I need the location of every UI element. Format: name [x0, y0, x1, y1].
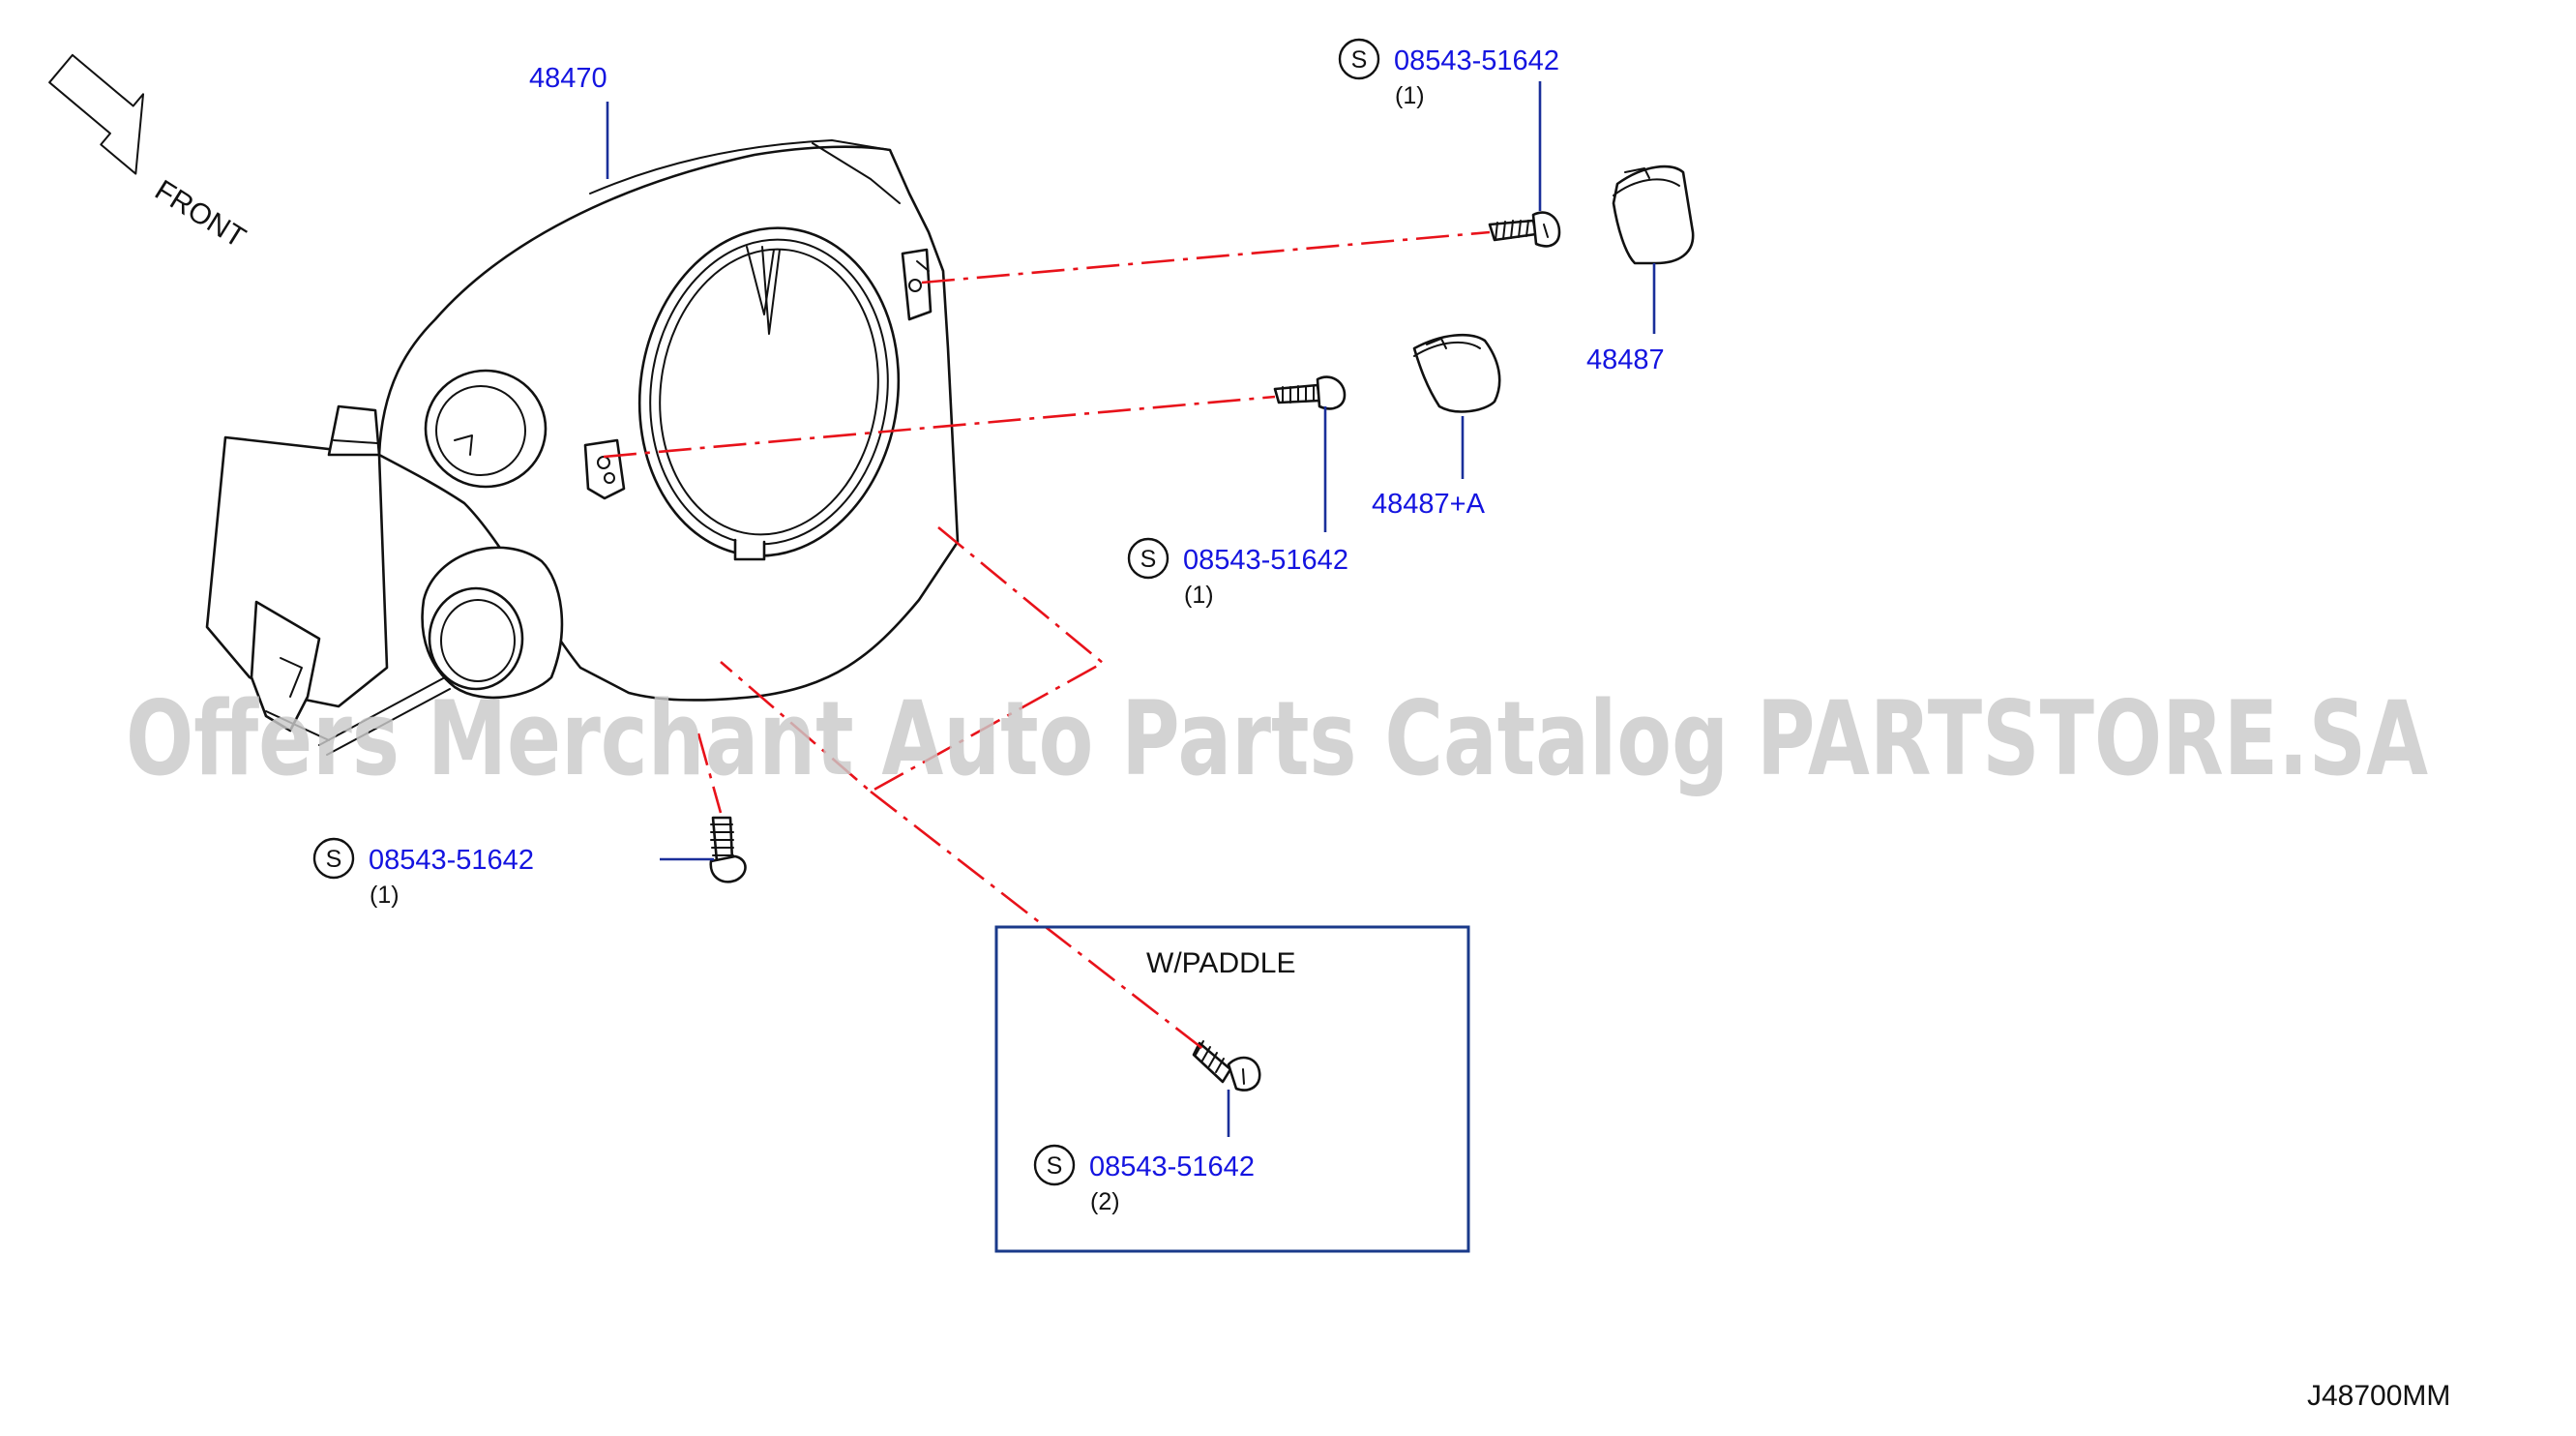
screw-qty: (1) [1184, 582, 1214, 609]
phantom-line-upper [921, 230, 1491, 284]
diagram-code: J48700MM [2307, 1380, 2450, 1412]
paddle-box: W/PADDLE S 08543-51642 (2) [994, 925, 1470, 1253]
callout-screw-middle: S 08543-51642 (1) [1127, 537, 1348, 609]
label-48487: 48487 [1586, 344, 1665, 375]
screw-upper-part [1488, 211, 1561, 248]
screw-qty: (1) [370, 882, 400, 909]
front-label: FRONT [149, 174, 251, 254]
screw-middle-part [1273, 375, 1347, 410]
label-48487a: 48487+A [1372, 489, 1486, 520]
watermark: Offers Merchant Auto Parts Catalog PARTS… [126, 679, 2428, 798]
screw-number: 08543-51642 [1394, 45, 1559, 76]
cap-48487a-part [1412, 333, 1501, 413]
callout-screw-lower: S 08543-51642 (1) [312, 837, 534, 909]
phantom-line-paddle [720, 525, 1205, 1052]
s-symbol: S [1140, 546, 1157, 573]
screw-qty: (2) [1090, 1188, 1120, 1215]
paddle-box-label: W/PADDLE [1146, 947, 1295, 979]
label-48470: 48470 [529, 63, 607, 94]
s-symbol: S [1351, 46, 1368, 74]
phantom-line-lower [696, 733, 723, 814]
screw-number: 08543-51642 [1183, 545, 1348, 576]
screw-number: 08543-51642 [369, 845, 534, 876]
s-symbol: S [1047, 1152, 1063, 1180]
callout-screw-upper: S 08543-51642 (1) [1338, 38, 1559, 109]
screw-paddle-part [1192, 1040, 1261, 1092]
screw-qty: (1) [1395, 82, 1425, 109]
cap-48487-part [1612, 165, 1695, 265]
s-symbol: S [326, 846, 342, 873]
front-arrow-icon [48, 53, 145, 175]
screw-lower-part [709, 816, 747, 883]
phantom-line-middle [603, 395, 1276, 459]
column-cover-part [205, 139, 960, 756]
screw-number: 08543-51642 [1089, 1152, 1255, 1182]
